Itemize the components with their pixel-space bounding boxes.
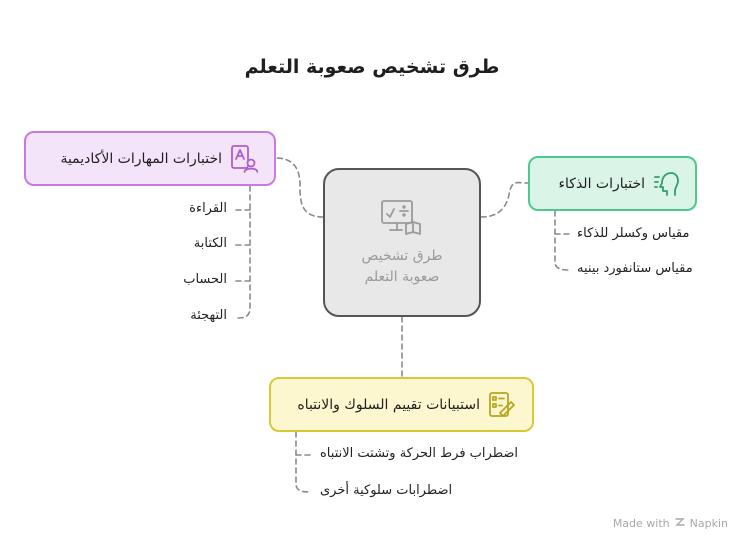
branch-iq: اختبارات الذكاء bbox=[528, 156, 697, 211]
brain-head-icon bbox=[653, 171, 679, 197]
connector-behavior-leaves bbox=[295, 431, 310, 493]
center-label: طرق تشخيص صعوبة التعلم bbox=[361, 247, 443, 285]
connector-iq bbox=[480, 181, 529, 218]
branch-academic-label: اختبارات المهارات الأكاديمية bbox=[60, 150, 222, 167]
connector-academic bbox=[275, 157, 324, 218]
diagram-title: طرق تشخيص صعوبة التعلم bbox=[244, 56, 500, 78]
center-node: طرق تشخيص صعوبة التعلم bbox=[323, 168, 481, 317]
leaf-wechsler: مقياس وكسلر للذكاء bbox=[577, 226, 690, 241]
computer-math-icon bbox=[380, 198, 424, 242]
footer-watermark: Made with Napkin bbox=[613, 516, 728, 531]
connector-academic-leaves bbox=[237, 185, 251, 319]
branch-iq-label: اختبارات الذكاء bbox=[558, 175, 645, 192]
leaf-math: الحساب bbox=[183, 272, 227, 287]
leaf-spelling: التهجئة bbox=[190, 308, 227, 323]
connector-iq-leaves bbox=[554, 210, 569, 271]
leaf-other-behavior: اضطرابات سلوكية أخرى bbox=[320, 483, 453, 498]
footer-brand: Napkin bbox=[689, 517, 728, 530]
student-grade-icon bbox=[230, 144, 258, 174]
leaf-writing: الكتابة bbox=[193, 236, 227, 251]
leaf-adhd: اضطراب فرط الحركة وتشتت الانتباه bbox=[320, 446, 519, 461]
branch-academic: اختبارات المهارات الأكاديمية bbox=[24, 131, 276, 186]
branch-behavior-label: استبيانات تقييم السلوك والانتباه bbox=[297, 396, 480, 413]
napkin-logo-icon bbox=[674, 516, 686, 531]
leaf-reading: القراءة bbox=[189, 201, 227, 216]
branch-behavior: استبيانات تقييم السلوك والانتباه bbox=[269, 377, 534, 432]
leaf-stanford-binet: مقياس ستانفورد بينيه bbox=[577, 261, 693, 276]
checklist-pen-icon bbox=[488, 391, 516, 419]
footer-text: Made with bbox=[612, 517, 670, 530]
